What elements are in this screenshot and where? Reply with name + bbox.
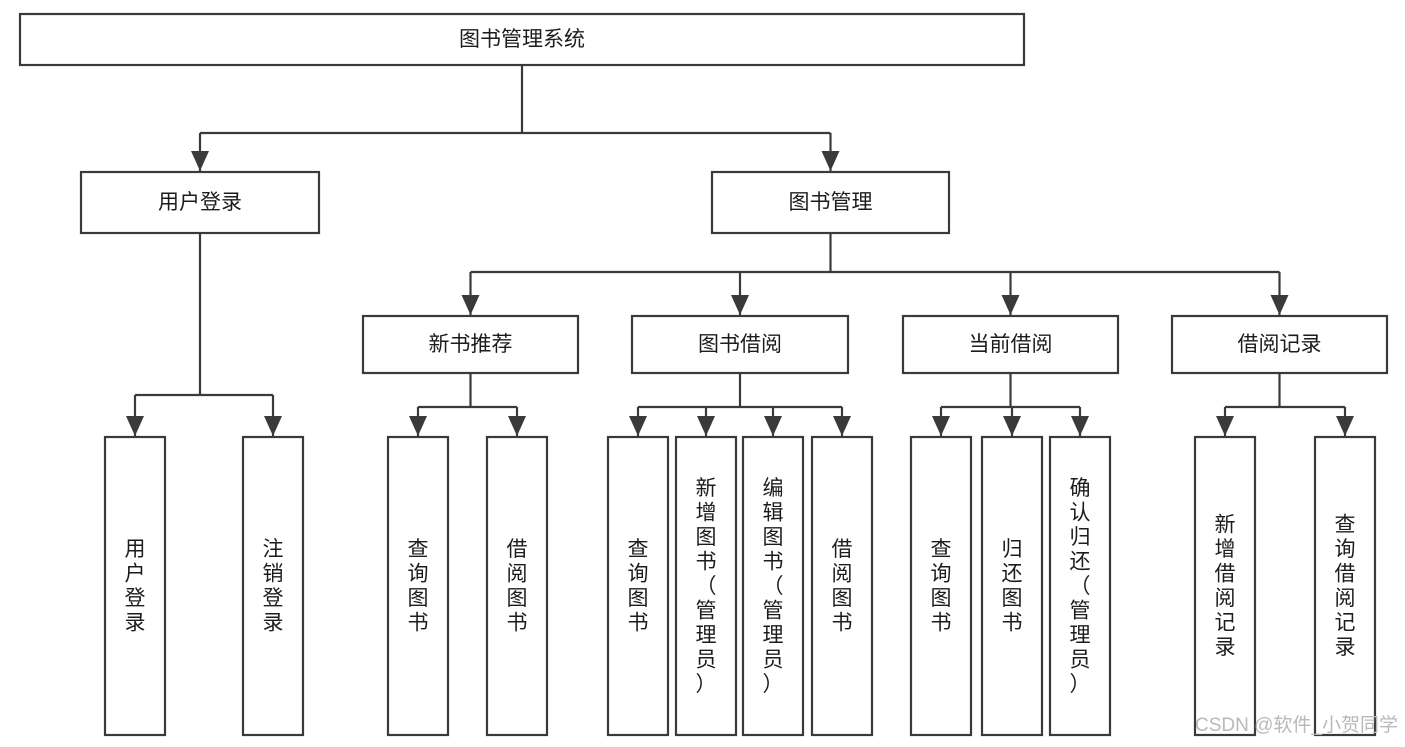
- edge-current-borrow-arrow-1: [1003, 416, 1021, 436]
- node-box-leaf-borrow-book-2[interactable]: [810, 435, 874, 737]
- node-label-leaf-add-record: 新增借阅记录: [1215, 514, 1236, 660]
- node-borrow-record[interactable]: 借阅记录: [1170, 314, 1389, 375]
- edge-borrow-record-arrow-0: [1216, 416, 1234, 436]
- node-label-leaf-query-record: 查询借阅记录: [1335, 514, 1356, 660]
- node-label-leaf-query-book-3: 查询图书: [931, 538, 952, 635]
- edge-user-login-arrow-1: [264, 416, 282, 436]
- edge-borrow-record-arrow-1: [1336, 416, 1354, 436]
- node-label-book-borrow: 图书借阅: [698, 333, 782, 356]
- node-leaf-return-book[interactable]: 归还图书: [980, 435, 1044, 737]
- node-box-leaf-confirm-return[interactable]: [1048, 435, 1112, 737]
- node-new-book-recommend[interactable]: 新书推荐: [361, 314, 580, 375]
- node-box-book-management[interactable]: [710, 170, 951, 235]
- node-label-leaf-borrow-book-2: 借阅图书: [832, 538, 853, 635]
- node-leaf-borrow-book-1[interactable]: 借阅图书: [485, 435, 549, 737]
- node-leaf-edit-book[interactable]: 编辑图书（管理员）: [741, 435, 805, 737]
- node-label-root: 图书管理系统: [459, 28, 585, 51]
- node-box-new-book-recommend[interactable]: [361, 314, 580, 375]
- edge-book-borrow-arrow-3: [833, 416, 851, 436]
- node-leaf-borrow-book-2[interactable]: 借阅图书: [810, 435, 874, 737]
- edge-book-borrow-arrow-0: [629, 416, 647, 436]
- node-user-login[interactable]: 用户登录: [79, 170, 321, 235]
- node-box-root[interactable]: [18, 12, 1026, 67]
- node-label-book-management: 图书管理: [789, 191, 873, 214]
- node-box-leaf-query-book-3[interactable]: [909, 435, 973, 737]
- node-leaf-confirm-return[interactable]: 确认归还（管理员）: [1048, 435, 1112, 737]
- edge-current-borrow-arrow-2: [1071, 416, 1089, 436]
- edge-book-management-arrow-3: [1270, 295, 1289, 315]
- node-box-leaf-logout[interactable]: [241, 435, 305, 737]
- node-label-leaf-edit-book: 编辑图书（管理员）: [763, 477, 784, 696]
- node-label-leaf-confirm-return: 确认归还（管理员）: [1070, 477, 1091, 696]
- node-box-leaf-edit-book[interactable]: [741, 435, 805, 737]
- node-box-book-borrow[interactable]: [630, 314, 850, 375]
- node-box-user-login[interactable]: [79, 170, 321, 235]
- edge-book-management-arrow-2: [1001, 295, 1020, 315]
- nodes-layer: 图书管理系统用户登录图书管理新书推荐图书借阅当前借阅借阅记录用户登录注销登录查询…: [18, 12, 1389, 737]
- edge-user-login-arrow-0: [126, 416, 144, 436]
- node-leaf-add-record[interactable]: 新增借阅记录: [1193, 435, 1257, 737]
- node-current-borrow[interactable]: 当前借阅: [901, 314, 1120, 375]
- node-label-leaf-query-book-2: 查询图书: [628, 538, 649, 635]
- node-root[interactable]: 图书管理系统: [18, 12, 1026, 67]
- node-leaf-query-book-2[interactable]: 查询图书: [606, 435, 670, 737]
- node-label-leaf-add-book: 新增图书（管理员）: [696, 477, 717, 696]
- node-box-leaf-borrow-book-1[interactable]: [485, 435, 549, 737]
- node-leaf-query-record[interactable]: 查询借阅记录: [1313, 435, 1377, 737]
- node-box-current-borrow[interactable]: [901, 314, 1120, 375]
- node-label-borrow-record: 借阅记录: [1238, 333, 1322, 356]
- connectors-layer: [126, 65, 1354, 436]
- edge-new-book-recommend-arrow-0: [409, 416, 427, 436]
- csdn-watermark: CSDN @软件_小贺同学: [1195, 714, 1398, 736]
- node-label-leaf-borrow-book-1: 借阅图书: [507, 538, 528, 635]
- edge-book-management-arrow-0: [461, 295, 480, 315]
- edge-new-book-recommend-arrow-1: [508, 416, 526, 436]
- node-leaf-query-book-1[interactable]: 查询图书: [386, 435, 450, 737]
- node-box-leaf-user-login[interactable]: [103, 435, 167, 737]
- node-box-leaf-query-book-1[interactable]: [386, 435, 450, 737]
- node-label-leaf-return-book: 归还图书: [1002, 538, 1023, 635]
- node-box-leaf-query-book-2[interactable]: [606, 435, 670, 737]
- node-label-leaf-query-book-1: 查询图书: [408, 538, 429, 635]
- edge-current-borrow-arrow-0: [932, 416, 950, 436]
- node-box-leaf-add-record[interactable]: [1193, 435, 1257, 737]
- node-leaf-logout[interactable]: 注销登录: [241, 435, 305, 737]
- node-book-management[interactable]: 图书管理: [710, 170, 951, 235]
- node-label-user-login: 用户登录: [158, 191, 242, 214]
- node-label-leaf-user-login: 用户登录: [125, 538, 146, 635]
- node-label-leaf-logout: 注销登录: [263, 538, 284, 635]
- node-box-leaf-add-book[interactable]: [674, 435, 738, 737]
- node-label-current-borrow: 当前借阅: [969, 333, 1053, 356]
- node-leaf-add-book[interactable]: 新增图书（管理员）: [674, 435, 738, 737]
- edge-book-borrow-arrow-2: [764, 416, 782, 436]
- node-leaf-user-login[interactable]: 用户登录: [103, 435, 167, 737]
- node-box-leaf-query-record[interactable]: [1313, 435, 1377, 737]
- node-label-new-book-recommend: 新书推荐: [429, 333, 513, 356]
- edge-book-borrow-arrow-1: [697, 416, 715, 436]
- edge-root-arrow-0: [191, 151, 209, 171]
- edge-root-arrow-1: [821, 151, 840, 171]
- edge-book-management-arrow-1: [731, 295, 749, 315]
- node-leaf-query-book-3[interactable]: 查询图书: [909, 435, 973, 737]
- node-book-borrow[interactable]: 图书借阅: [630, 314, 850, 375]
- node-box-leaf-return-book[interactable]: [980, 435, 1044, 737]
- node-box-borrow-record[interactable]: [1170, 314, 1389, 375]
